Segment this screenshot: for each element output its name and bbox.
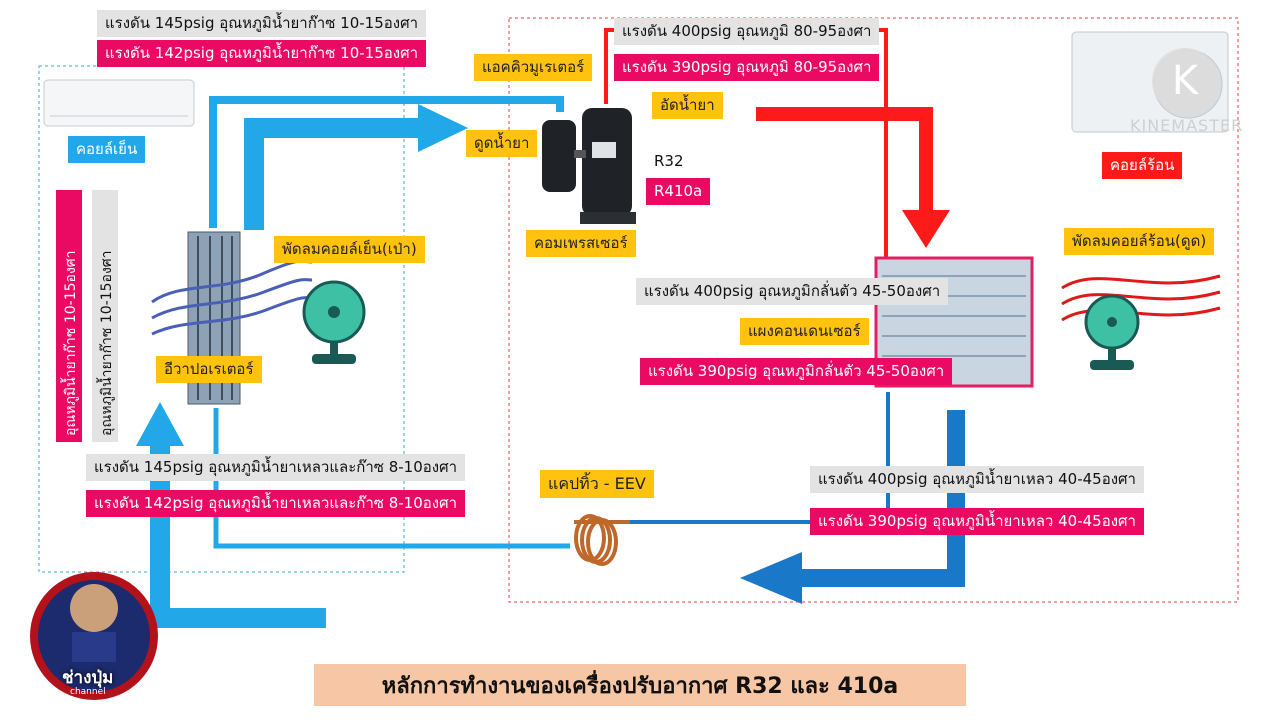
discharge-flow-arrow — [756, 107, 933, 212]
suction-pressure-label: แรงดัน 145psig อุณหภูมิน้ำยาก๊าซ 10-15อง… — [97, 10, 427, 37]
kinemaster-logo-icon: K — [1152, 48, 1218, 114]
suction-flow-arrow — [244, 118, 420, 230]
channel-logo-name: ช่างปุ่ม — [62, 668, 114, 688]
evaporator-label: อีวาปอเรเตอร์ — [156, 356, 262, 383]
accumulator-label: แอคคิวมูเรเตอร์ — [474, 54, 593, 81]
capillary-label: แคปทิ้ว - EEV — [540, 470, 654, 498]
high-side-liquid-label-alt: แรงดัน 390psig อุณหภูมิน้ำยาเหลว 40-45อง… — [810, 508, 1144, 535]
outdoor-coil-label: คอยล์ร้อน — [1102, 152, 1183, 179]
outdoor-airflow-lines — [1061, 274, 1221, 322]
capillary-coil-image — [574, 514, 630, 566]
outdoor-fan-image — [1084, 294, 1140, 370]
return-arrow-head — [136, 402, 184, 446]
outdoor-zone — [508, 17, 1239, 603]
suction-arrow-head — [418, 104, 468, 152]
kinemaster-watermark: KINEMASTER — [1130, 116, 1244, 135]
condenser-label: แผงคอนเดนเซอร์ — [740, 318, 869, 345]
suction-label: ดูดน้ำยา — [466, 130, 538, 157]
r410a-label: R410a — [646, 178, 711, 205]
indoor-coil-label: คอยล์เย็น — [68, 136, 146, 163]
liquid-pipe — [596, 392, 890, 524]
outdoor-fan-label: พัดลมคอยล์ร้อน(ดูด) — [1064, 228, 1215, 255]
condensing-pressure-label-alt: แรงดัน 390psig อุณหภูมิกลั่นตัว 45-50องศ… — [640, 358, 953, 385]
indoor-fan-image — [302, 280, 366, 364]
indoor-unit-image — [43, 79, 195, 127]
r32-label: R32 — [646, 148, 692, 175]
discharge-pressure-label: แรงดัน 400psig อุณหภูมิ 80-95องศา — [614, 18, 880, 45]
diagram-title: หลักการทำงานของเครื่องปรับอากาศ R32 และ … — [314, 664, 966, 706]
discharge-arrow-head — [902, 210, 950, 248]
condensing-pressure-label: แรงดัน 400psig อุณหภูมิกลั่นตัว 45-50องศ… — [636, 278, 949, 305]
channel-logo — [30, 572, 158, 700]
compressor-image — [542, 108, 636, 224]
evaporator-temp-vertical: อุณหภูมิน้ำยาก๊าซ 10-15องศา — [92, 190, 118, 442]
low-side-liquid-label: แรงดัน 145psig อุณหภูมิน้ำยาเหลวและก๊าซ … — [86, 454, 466, 481]
channel-logo-sub: channel — [70, 687, 106, 697]
liquid-flow-arrow — [800, 410, 965, 587]
discharge-pressure-label-alt: แรงดัน 390psig อุณหภูมิ 80-95องศา — [614, 54, 880, 81]
compressor-label: คอมเพรสเซอร์ — [526, 230, 636, 257]
indoor-fan-label: พัดลมคอยล์เย็น(เป่า) — [274, 236, 425, 263]
compress-label: อัดน้ำยา — [652, 92, 723, 119]
evaporator-temp-vertical-alt: อุณหภูมิน้ำยาก๊าซ 10-15องศา — [56, 190, 82, 442]
liquid-arrow-head — [740, 552, 802, 604]
suction-pipe — [209, 96, 564, 228]
high-side-liquid-label: แรงดัน 400psig อุณหภูมิน้ำยาเหลว 40-45อง… — [810, 466, 1144, 493]
low-side-liquid-label-alt: แรงดัน 142psig อุณหภูมิน้ำยาเหลวและก๊าซ … — [86, 490, 466, 517]
suction-pressure-label-alt: แรงดัน 142psig อุณหภูมิน้ำยาก๊าซ 10-15อง… — [97, 40, 427, 67]
